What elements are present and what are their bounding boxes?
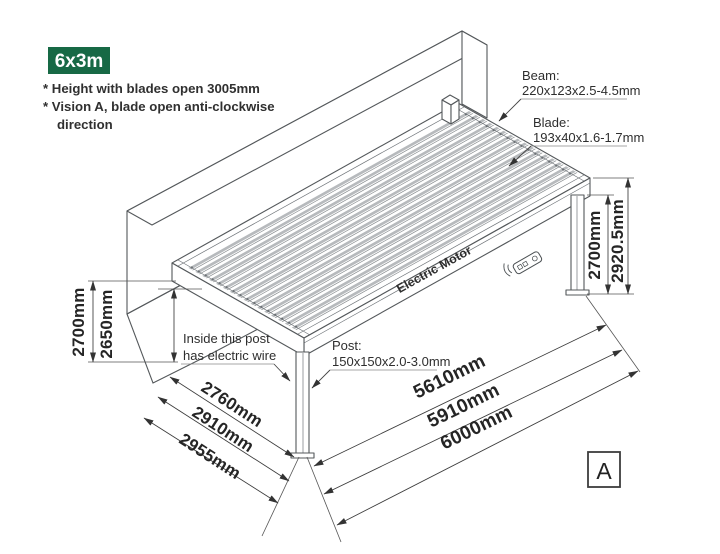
roof-blades [185, 109, 579, 332]
dimension-depths: 2760mm 2910mm 2955mm [143, 376, 300, 537]
signal-wave-icon [503, 263, 511, 277]
blade-callout-spec: 193x40x1.6-1.7mm [533, 130, 644, 145]
dim-height-clearance: 2650mm [97, 289, 116, 358]
wall-bottom-edge-2 [204, 328, 259, 358]
size-badge-label: 6x3m [55, 51, 104, 72]
louvre-roof [171, 102, 591, 357]
roof-frame-left-inner [177, 259, 311, 336]
dimension-widths: 5610mm 5910mm 6000mm [306, 295, 641, 543]
size-badge: 6x3m [48, 47, 110, 74]
beam-callout-title: Beam: [522, 68, 560, 83]
post-callout-spec: 150x150x2.0-3.0mm [332, 354, 451, 369]
wall-bracket [441, 94, 460, 125]
dim-height-wall-side: 2700mm [69, 287, 88, 356]
roof-frame-front-inner [297, 174, 585, 335]
callout-post: Post: 150x150x2.0-3.0mm [311, 338, 451, 389]
note-line-3: direction [57, 117, 113, 132]
blade-callout-title: Blade: [533, 115, 570, 130]
wall-end-face [461, 30, 488, 119]
wire-callout-line1: Inside this post [183, 331, 270, 346]
beam-callout-spec: 220x123x2.5-4.5mm [522, 83, 641, 98]
view-label: A [596, 458, 612, 484]
front-post [290, 351, 315, 459]
front-post-base [290, 452, 315, 459]
note-line-2: * Vision A, blade open anti-clockwise [43, 99, 275, 114]
notes: * Height with blades open 3005mm * Visio… [43, 81, 275, 132]
wall-break-line [126, 313, 206, 384]
blade-pivot-dots [190, 113, 572, 328]
right-post [565, 194, 590, 296]
roof-frame-right-inner [451, 105, 585, 182]
callout-wire: Inside this post has electric wire [181, 331, 291, 382]
note-line-1: * Height with blades open 3005mm [43, 81, 260, 96]
roof-frame-back-inner [177, 106, 465, 267]
front-beam-joint-line [303, 182, 591, 344]
dim-height-post: 2700mm [585, 210, 604, 279]
dimension-right-heights: 2700mm 2920.5mm [585, 177, 634, 295]
callout-blade: Blade: 193x40x1.6-1.7mm [508, 115, 644, 167]
callout-beam: Beam: 220x123x2.5-4.5mm [498, 68, 641, 122]
post-callout-title: Post: [332, 338, 362, 353]
dim-height-total: 2920.5mm [608, 199, 627, 283]
remote-control-icon [503, 251, 543, 277]
wire-callout-line2: has electric wire [183, 348, 276, 363]
signal-wave-icon [507, 264, 513, 274]
view-label-box: A [587, 451, 621, 488]
right-post-base [565, 289, 590, 296]
dimension-left-heights: 2700mm 2650mm [69, 280, 202, 363]
